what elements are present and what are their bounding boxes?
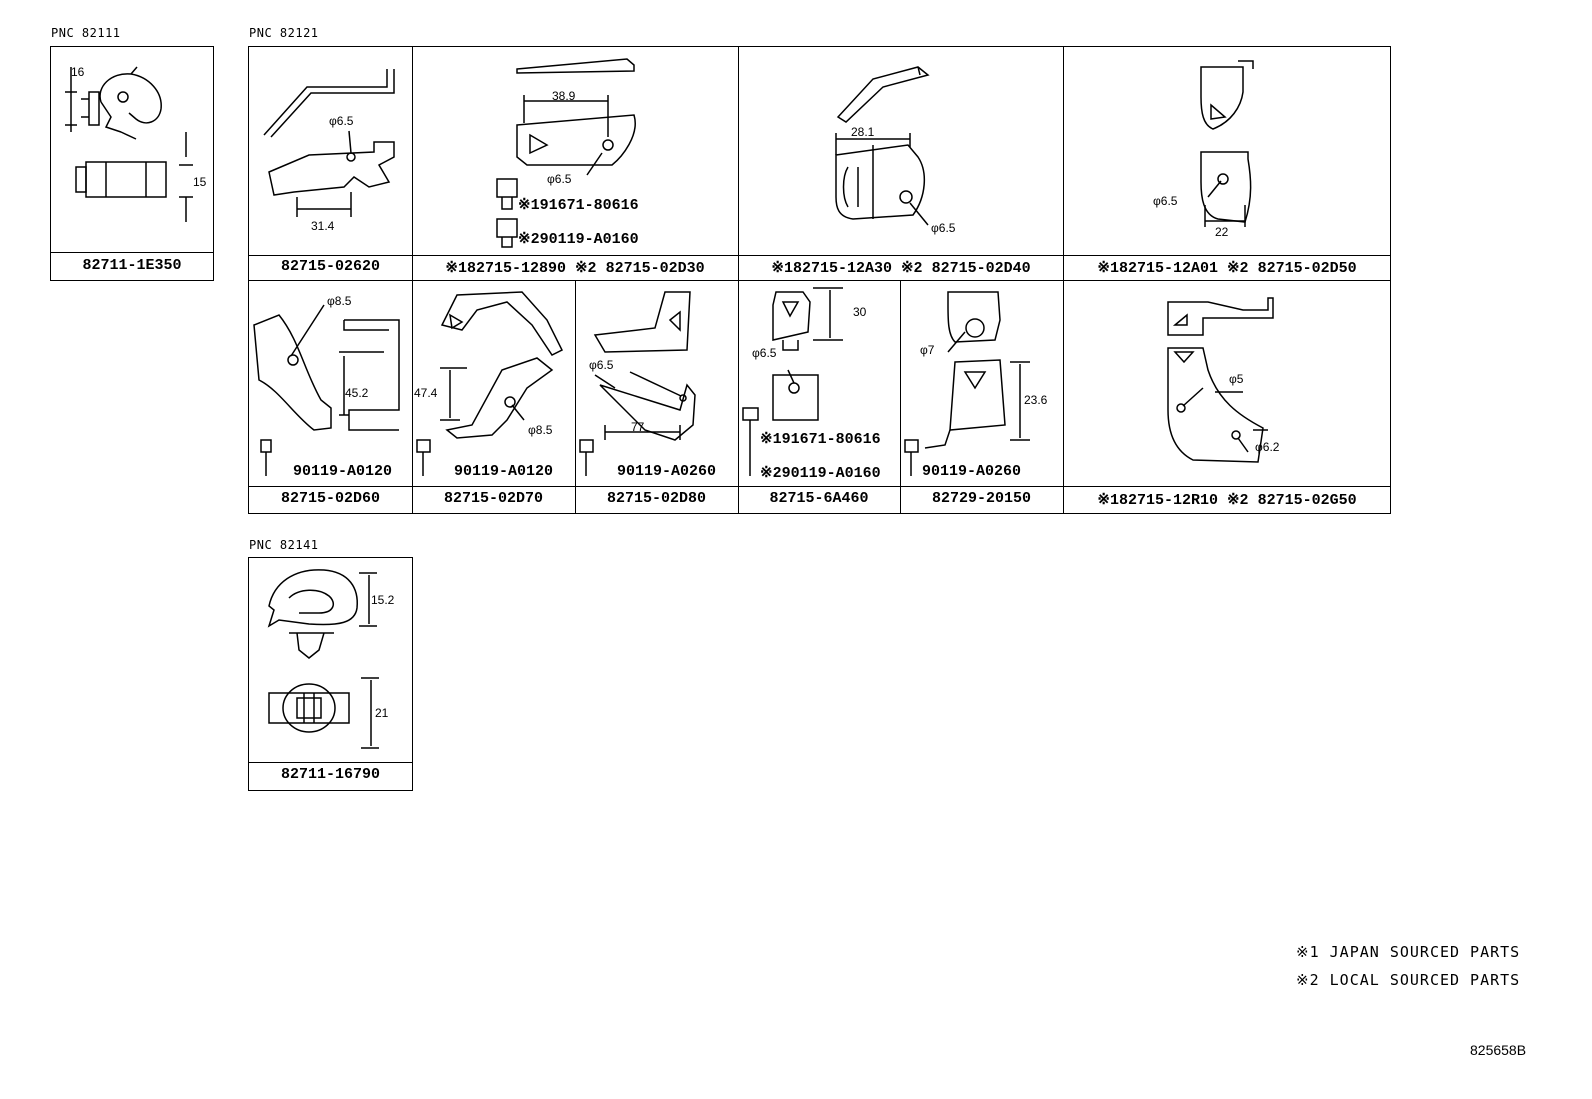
bracket-drawing: [263, 69, 395, 217]
divider: [249, 762, 412, 763]
bracket-drawing: [579, 291, 696, 476]
dim-label: φ7: [920, 343, 935, 357]
divider: [51, 252, 213, 253]
legend-local-sourced: ※2 LOCAL SOURCED PARTS: [1296, 971, 1521, 989]
part-number: 82715-02D70: [443, 490, 544, 507]
divider: [1063, 47, 1064, 513]
part-number-82711-1E350: 82711-1E350: [82, 257, 182, 274]
part-cell: 28.1 φ6.5: [738, 47, 1063, 255]
bracket-drawing: [416, 291, 564, 476]
bracket-drawing: [742, 287, 843, 476]
divider: [249, 255, 1390, 256]
dim-label: 77: [631, 420, 645, 434]
bolt-part-number: ※191671-80616: [760, 431, 881, 448]
dim-label: φ6.5: [1153, 194, 1178, 208]
part-number: ※182715-12A30 ※2 82715-02D40: [771, 260, 1031, 277]
divider: [575, 280, 576, 513]
divider: [412, 47, 413, 280]
part-cell: φ7 23.6 90119-A0260: [900, 280, 1063, 486]
bolt-part-number: 90119-A0260: [922, 463, 1022, 480]
dim-label: φ6.5: [547, 172, 572, 186]
dim-label: 15.2: [371, 593, 395, 607]
part-number: 82715-6A460: [769, 490, 869, 507]
group-82111-box: 16 15 82711-1E350: [50, 46, 214, 281]
part-cell: φ6.5 22: [1063, 47, 1390, 255]
dim-label: φ5: [1229, 372, 1244, 386]
dim-label: φ6.5: [931, 221, 956, 235]
part-number: ※182715-12R10 ※2 82715-02G50: [1097, 492, 1357, 509]
dim-label: 21: [375, 706, 389, 720]
part-cell: φ6.5 31.4: [249, 47, 412, 255]
part-cell: φ5 φ6.2: [1063, 280, 1390, 486]
part-cell: 47.4 φ8.5 90119-A0120: [412, 280, 575, 486]
dim-label: 23.6: [1024, 393, 1048, 407]
bracket-drawing: [835, 66, 930, 226]
part-number: 82715-02620: [280, 258, 381, 275]
part-cell: 30 φ6.5 ※191671-80616 ※290119-A0160: [738, 280, 900, 486]
divider: [900, 280, 901, 513]
part-number: ※182715-12890 ※2 82715-02D30: [445, 260, 705, 277]
pnc-label-82121: PNC 82121: [249, 26, 319, 40]
clip-drawing-82111: [65, 66, 193, 222]
dim-label: φ6.5: [589, 358, 614, 372]
pnc-label-82141: PNC 82141: [249, 538, 319, 552]
dim-label: 45.2: [345, 386, 369, 400]
divider: [412, 280, 413, 513]
part-number: 82729-20150: [931, 490, 1032, 507]
group-82141-box: 15.2 21 82711-16790: [248, 557, 413, 791]
part-number: 82715-02D80: [606, 490, 707, 507]
pnc-label-82111: PNC 82111: [51, 26, 121, 40]
dim-label: φ6.5: [752, 346, 777, 360]
dim-label: 15: [193, 175, 207, 189]
bracket-drawing: [253, 304, 400, 476]
part-cell: φ6.5 77 90119-A0260: [575, 280, 738, 486]
dim-label: 30: [853, 305, 867, 319]
document-id: 825658B: [1470, 1042, 1527, 1058]
legend-japan-sourced: ※1 JAPAN SOURCED PARTS: [1296, 943, 1521, 961]
bracket-drawing: [496, 58, 636, 248]
part-number: 82715-02D60: [280, 490, 381, 507]
part-number-82711-16790: 82711-16790: [280, 766, 381, 783]
dim-label: φ8.5: [528, 423, 553, 437]
bolt-part-number: ※290119-A0160: [518, 231, 639, 248]
bolt-part-number: 90119-A0260: [617, 463, 717, 480]
dim-label: 38.9: [552, 89, 576, 103]
bracket-drawing: [1167, 297, 1274, 463]
bracket-drawing: [1200, 60, 1254, 227]
bolt-part-number: 90119-A0120: [454, 463, 554, 480]
bolt-part-number: ※290119-A0160: [760, 465, 881, 482]
group-82121-box: φ6.5 31.4 82715-02620 38.9 φ6.5 ※191671-…: [248, 46, 1391, 514]
divider: [249, 280, 1390, 281]
dim-label: 16: [71, 65, 85, 79]
bracket-drawing: [904, 291, 1030, 476]
dim-label: 31.4: [311, 219, 335, 233]
dim-label: 28.1: [851, 125, 875, 139]
dim-label: 22: [1215, 225, 1229, 239]
dim-label: φ6.2: [1255, 440, 1280, 454]
bolt-part-number: ※191671-80616: [518, 197, 639, 214]
part-cell: 38.9 φ6.5 ※191671-80616 ※290119-A0160: [412, 47, 738, 255]
divider: [249, 486, 1390, 487]
dim-label: φ6.5: [329, 114, 354, 128]
clip-drawing-82141: [267, 569, 379, 749]
dim-label: 47.4: [414, 386, 438, 400]
bolt-part-number: 90119-A0120: [293, 463, 393, 480]
part-cell: φ8.5 45.2 90119-A0120: [249, 280, 412, 486]
divider: [738, 47, 739, 513]
part-number: ※182715-12A01 ※2 82715-02D50: [1097, 260, 1357, 277]
dim-label: φ8.5: [327, 294, 352, 308]
